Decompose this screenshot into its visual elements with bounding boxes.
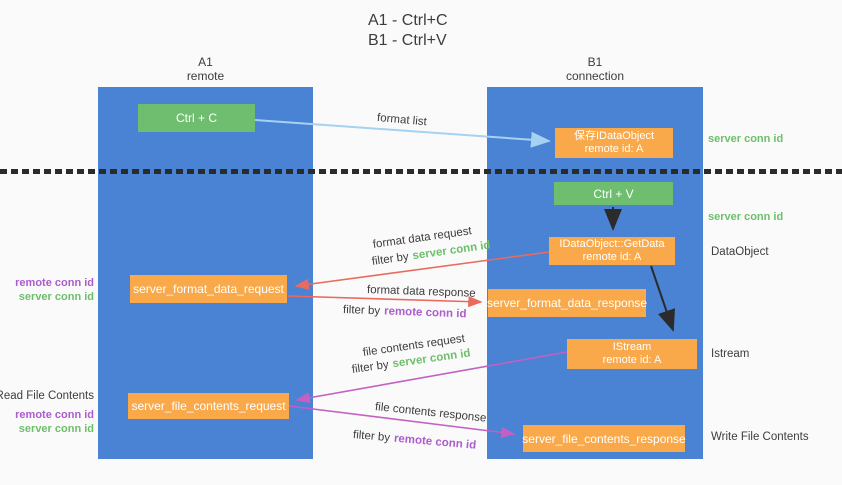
ctrl-c-label: Ctrl + C: [175, 111, 217, 125]
left-server-conn-id-2: server conn id: [18, 423, 94, 435]
ctrl-v-box: Ctrl + V: [554, 182, 673, 205]
left-remote-conn-id-2: remote conn id: [15, 409, 94, 421]
ctrl-c-box: Ctrl + C: [138, 104, 255, 132]
right-dataobject-label: DataObject: [711, 246, 769, 258]
right-write-file-contents-label: Write File Contents: [711, 431, 809, 443]
filter-by-text: filter by: [351, 358, 390, 376]
server-format-data-request-box: server_format_data_request: [130, 275, 287, 303]
server-file-contents-response-box: server_file_contents_response: [522, 425, 686, 452]
column-b-header: B1 connection: [487, 55, 703, 83]
istream-box: IStream remote id: A: [567, 339, 697, 369]
left-server-conn-id-1: server conn id: [18, 291, 94, 303]
getdata-line2: remote id: A: [582, 251, 642, 263]
server-format-data-response-label: server_format_data_response: [486, 296, 648, 310]
column-b-name: B1: [587, 55, 603, 69]
format-list-label: format list: [376, 112, 428, 129]
server-format-data-response-box: server_format_data_response: [486, 289, 648, 317]
right-server-conn-id-2: server conn id: [708, 211, 784, 223]
filter-by-text: filter by: [352, 429, 391, 445]
phase-divider-dashed-line: [0, 169, 842, 174]
getdata-box: IDataObject::GetData remote id: A: [549, 237, 675, 265]
server-file-contents-response-label: server_file_contents_response: [522, 431, 686, 446]
left-remote-conn-id-1: remote conn id: [15, 277, 94, 289]
format-data-response-label: format data response: [366, 284, 476, 300]
right-istream-label: Istream: [711, 348, 750, 360]
filter-by-text: filter by: [371, 250, 410, 268]
ctrl-v-label: Ctrl + V: [593, 186, 634, 201]
title-line-2: B1 - Ctrl+V: [368, 32, 447, 49]
diagram-title: A1 - Ctrl+C B1 - Ctrl+V: [368, 11, 448, 51]
save-dataobject-line2: remote id: A: [584, 143, 644, 155]
server-file-contents-request-label: server_file_contents_request: [131, 399, 286, 413]
remote-conn-id-text: remote conn id: [383, 305, 467, 321]
server-format-data-request-label: server_format_data_request: [133, 282, 284, 296]
save-dataobject-line1: 保存IDataObject: [573, 130, 655, 142]
server-file-contents-request-box: server_file_contents_request: [128, 393, 289, 419]
column-a-header: A1 remote: [98, 55, 313, 83]
column-a-name: A1: [198, 55, 213, 69]
save-dataobject-box: 保存IDataObject remote id: A: [555, 128, 673, 158]
column-a-subtitle: remote: [186, 69, 225, 83]
file-contents-response-label: file contents response: [374, 401, 487, 425]
right-server-conn-id-1: server conn id: [708, 133, 784, 145]
istream-line1: IStream: [612, 341, 652, 353]
title-line-1: A1 - Ctrl+C: [368, 12, 448, 29]
column-b-subtitle: connection: [565, 69, 625, 83]
getdata-line1: IDataObject::GetData: [559, 238, 665, 250]
left-read-file-contents-label: Read File Contents: [0, 390, 94, 402]
istream-line2: remote id: A: [602, 354, 662, 366]
filter-by-text: filter by: [342, 304, 381, 318]
remote-conn-id-text: remote conn id: [393, 432, 477, 452]
